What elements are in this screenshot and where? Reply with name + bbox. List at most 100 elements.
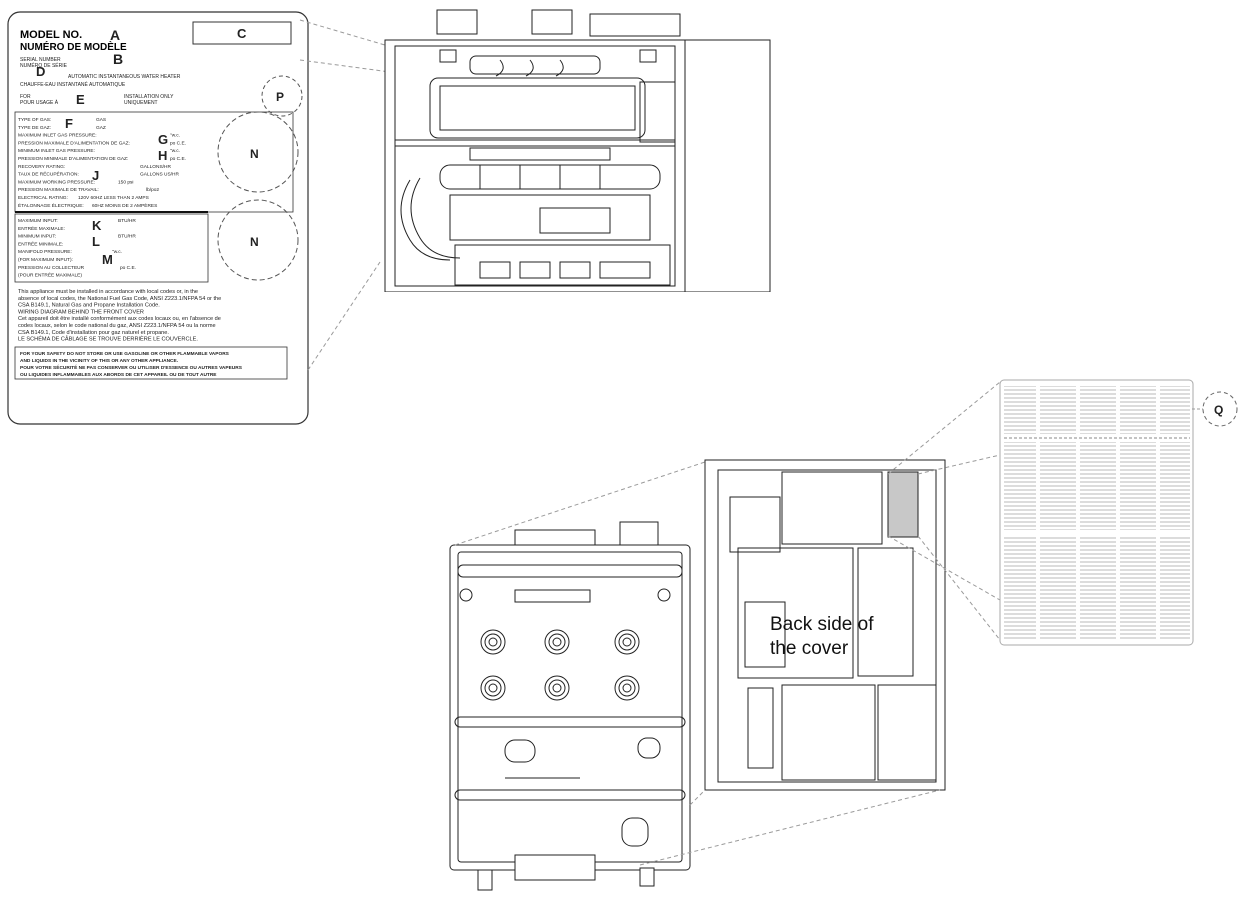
notice-line: codes locaux, selon le code national du … xyxy=(18,323,216,329)
burner-port-ring xyxy=(622,637,632,647)
callout-k: K xyxy=(92,218,102,233)
gas-line: ÉTALONNAGE ÉLECTRIQUE: xyxy=(18,202,84,209)
chauffe-eau-text: CHAUFFE-EAU INSTANTANÉ AUTOMATIQUE xyxy=(20,81,126,88)
automatic-heater-text: AUTOMATIC INSTANTANEOUS WATER HEATER xyxy=(68,74,181,80)
gas-lines: TYPE OF GAS: TYPE DE GAZ: MAXIMUM INLET GA… xyxy=(18,117,130,209)
safety-line: OU LIQUIDES INFLAMMABLES AUX ABORDS DE C… xyxy=(20,372,217,378)
gas-line: TYPE OF GAS: xyxy=(18,117,51,123)
label-q-panel: Q xyxy=(999,379,1238,646)
notice-line: LE SCHÉMA DE CÂBLAGE SE TROUVE DERRIÈRE … xyxy=(18,336,198,343)
callout-j: J xyxy=(92,168,99,183)
cover-leader-lines xyxy=(454,381,1001,866)
gas-line: PRESSION MAXIMALE D'ALIMENTATION DE GAZ: xyxy=(18,140,130,146)
pour-usage-text: POUR USAGE À xyxy=(20,99,59,106)
callout-n1: N xyxy=(250,147,259,161)
burner-port-ring xyxy=(544,629,570,655)
model-no-text: MODEL NO. xyxy=(20,29,82,41)
input-value: BTU/HR xyxy=(118,234,136,240)
internal-view-cut xyxy=(380,292,780,296)
burner-port-ring xyxy=(480,675,506,701)
callout-l: L xyxy=(92,234,100,249)
gas-value: po C.E. xyxy=(170,156,186,162)
rating-label-border xyxy=(7,11,309,425)
callout-p: P xyxy=(276,90,284,104)
input-line: ENTRÉE MINIMALE: xyxy=(18,240,63,247)
numero-serie-text: NUMÉRO DE SÉRIE xyxy=(20,62,68,69)
safety-line: POUR VOTRE SÉCURITÉ NE PAS CONSERVER OU … xyxy=(20,363,243,371)
callout-p-circle xyxy=(261,75,303,117)
gas-value: GAZ xyxy=(96,125,106,131)
cover-label-line2: the cover xyxy=(770,638,849,659)
input-value: "w.c. xyxy=(112,249,122,255)
burner-port-ring xyxy=(480,629,506,655)
label-q-text-top xyxy=(1004,386,1190,434)
callout-b: B xyxy=(113,51,123,67)
label-q-position xyxy=(887,471,919,538)
for-text: FOR xyxy=(20,94,31,100)
burner-port-ring xyxy=(614,629,640,655)
gas-line: RECOVERY RATING: xyxy=(18,164,65,170)
notice-line: This appliance must be installed in acco… xyxy=(18,289,198,295)
cover-back-side xyxy=(704,459,946,791)
gas-value: "w.c. xyxy=(170,133,180,139)
safety-lines: FOR YOUR SAFETY DO NOT STORE OR USE GASO… xyxy=(20,351,243,378)
input-block-frame xyxy=(14,213,209,283)
gas-line: MAXIMUM WORKING PRESSURE: xyxy=(18,179,95,185)
gas-value: po C.E. xyxy=(170,140,186,146)
callout-h: H xyxy=(158,148,167,163)
gas-value: 150 psi xyxy=(118,179,133,185)
callout-n1-circle xyxy=(217,111,299,193)
input-lines: MAXIMUM INPUT:ENTRÉE MAXIMALE:MINIMUM IN… xyxy=(18,218,85,279)
gas-value: GAS xyxy=(96,117,106,123)
callout-n2-circle xyxy=(217,199,299,281)
callout-g: G xyxy=(158,132,168,147)
gas-value: 60HZ MOINS DE 2 AMPÈRES xyxy=(92,202,157,209)
burner-port-ring xyxy=(552,637,562,647)
callout-q: Q xyxy=(1214,403,1223,417)
bottom-bracket xyxy=(514,854,596,881)
input-line: (POUR ENTRÉE MAXIMALE) xyxy=(18,272,82,279)
safety-line: FOR YOUR SAFETY DO NOT STORE OR USE GASO… xyxy=(20,351,230,357)
notice-line: CSA B149.1, Natural Gas and Propane Inst… xyxy=(18,303,160,309)
gas-line: TYPE DE GAZ: xyxy=(18,125,51,131)
burner-port-ring xyxy=(544,675,570,701)
callout-a: A xyxy=(110,27,120,43)
rating-label-panel: MODEL NO. NUMÉRO DE MODÈLE A C SERIAL NU… xyxy=(7,11,309,425)
input-line: MAXIMUM INPUT: xyxy=(18,218,58,224)
gas-line: PRESSION MAXIMALE DE TRAVAIL: xyxy=(18,187,99,193)
callout-n2: N xyxy=(250,235,259,249)
burner-port-ring xyxy=(614,675,640,701)
label-leader-lines xyxy=(299,19,396,371)
input-line: PRESSION AU COLLECTEUR xyxy=(18,265,85,271)
notice-line: WIRING DIAGRAM BEHIND THE FRONT COVER xyxy=(18,309,144,315)
gas-value: 120V 60HZ LESS THAN 2 AMPS xyxy=(78,195,149,201)
notice-line: absence of local codes, the National Fue… xyxy=(18,296,221,302)
burner-port-ring xyxy=(488,683,498,693)
burner-port-ring xyxy=(484,633,502,651)
callout-d: D xyxy=(36,64,45,79)
burner-port-ring xyxy=(622,683,632,693)
callout-c: C xyxy=(237,26,247,41)
burner-port-ring xyxy=(548,633,566,651)
safety-line: AND LIQUIDS IN THE VICINITY OF THIS OR A… xyxy=(20,358,178,364)
gas-line: MAXIMUM INLET GAS PRESSURE: xyxy=(18,133,97,139)
burner-port-ring xyxy=(618,633,636,651)
gas-value: "w.c. xyxy=(170,148,180,154)
input-line: MANIFOLD PRESSURE: xyxy=(18,249,72,255)
callout-c-box xyxy=(192,21,292,45)
input-value: BTU/HR xyxy=(118,218,136,224)
label-q-text-bottom xyxy=(1004,536,1190,640)
callout-q-circle xyxy=(1202,391,1238,427)
callout-m: M xyxy=(102,252,113,267)
serial-number-text: SERIAL NUMBER xyxy=(20,57,61,63)
label-q-text-middle xyxy=(1004,442,1190,530)
gas-line: PRESSION MINIMALE D'ALIMENTATION DE GAZ: xyxy=(18,156,128,162)
notice-line: Cet appareil doit être installé conformé… xyxy=(18,316,221,322)
input-line: (FOR MAXIMUM INPUT): xyxy=(18,257,73,263)
burner-port-ring xyxy=(618,679,636,697)
installation-only-text: INSTALLATION ONLY xyxy=(124,94,174,100)
heater-front-view xyxy=(449,521,691,891)
heater-body xyxy=(449,544,691,871)
callout-f: F xyxy=(65,116,73,131)
